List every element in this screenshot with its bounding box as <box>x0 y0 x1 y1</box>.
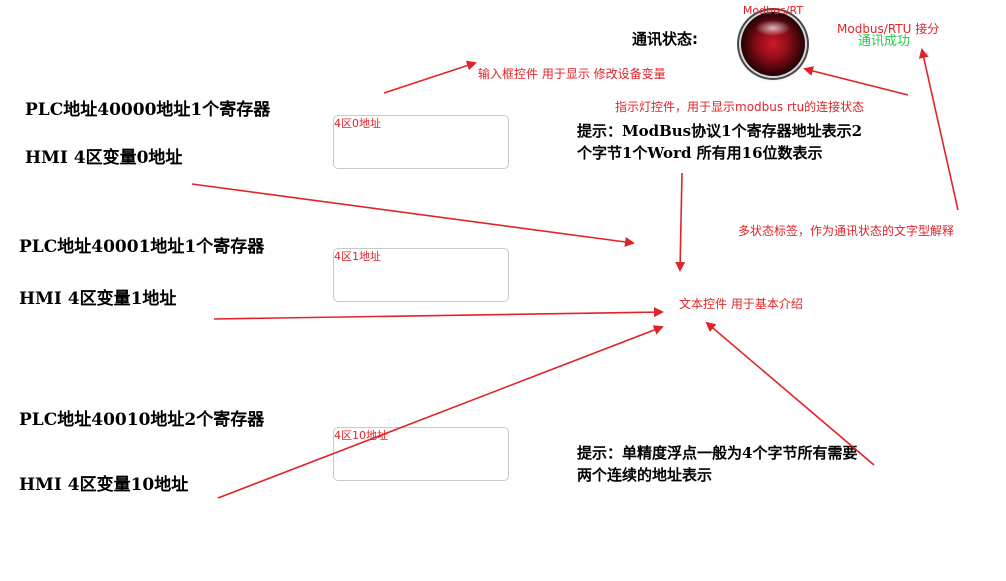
arrow-row2-to-text-control <box>217 325 664 499</box>
plc-address-label-0: PLC地址40000地址1个寄存器 <box>25 100 271 120</box>
annotation-multistate-label: 多状态标签，作为通讯状态的文字型解释 <box>738 224 955 238</box>
arrow-row0-to-text-control <box>191 183 635 247</box>
register-input-0[interactable]: 4区0地址 <box>333 115 509 169</box>
arrow-hint2-to-text-control <box>705 321 875 466</box>
arrow-to-input-annotation <box>383 60 477 94</box>
hmi-variable-label-0: HMI 4区变量0地址 <box>25 148 183 168</box>
hint-text-1: 提示：ModBus协议1个寄存器地址表示2个字节1个Word 所有用16位数表示 <box>577 122 863 162</box>
hmi-variable-label-2: HMI 4区变量10地址 <box>19 475 189 495</box>
connection-indicator-light: Modbus/RT <box>741 4 805 76</box>
register-input-1[interactable]: 4区1地址 <box>333 248 509 302</box>
arrow-row1-to-text-control <box>213 307 664 320</box>
annotation-input-control: 输入框控件 用于显示 修改设备变量 <box>478 67 666 81</box>
status-title: 通讯状态: <box>632 30 698 48</box>
arrow-to-indicator <box>803 66 909 96</box>
arrow-to-multistate-label <box>918 48 959 211</box>
annotation-text-control: 文本控件 用于基本介绍 <box>679 297 803 311</box>
hint-text-2: 提示：单精度浮点一般为4个字节所有需要两个连续的地址表示 <box>577 444 858 484</box>
annotation-indicator-control: 指示灯控件，用于显示modbus rtu的连接状态 <box>615 100 865 114</box>
arrow-hint1-to-text-control <box>675 172 686 272</box>
input-tag-0: 4区0地址 <box>334 117 381 130</box>
comm-state-text: 通讯成功 <box>858 34 911 49</box>
register-input-2[interactable]: 4区10地址 <box>333 427 509 481</box>
input-tag-2: 4区10地址 <box>334 429 388 442</box>
hmi-variable-label-1: HMI 4区变量1地址 <box>19 289 177 309</box>
plc-address-label-2: PLC地址40010地址2个寄存器 <box>19 410 265 430</box>
input-tag-1: 4区1地址 <box>334 250 381 263</box>
modbus-rtu-button[interactable]: Modbus/RTU 接分 <box>837 22 940 36</box>
indicator-highlight <box>755 20 791 36</box>
indicator-label: Modbus/RT <box>742 4 804 17</box>
plc-address-label-1: PLC地址40001地址1个寄存器 <box>19 237 265 257</box>
